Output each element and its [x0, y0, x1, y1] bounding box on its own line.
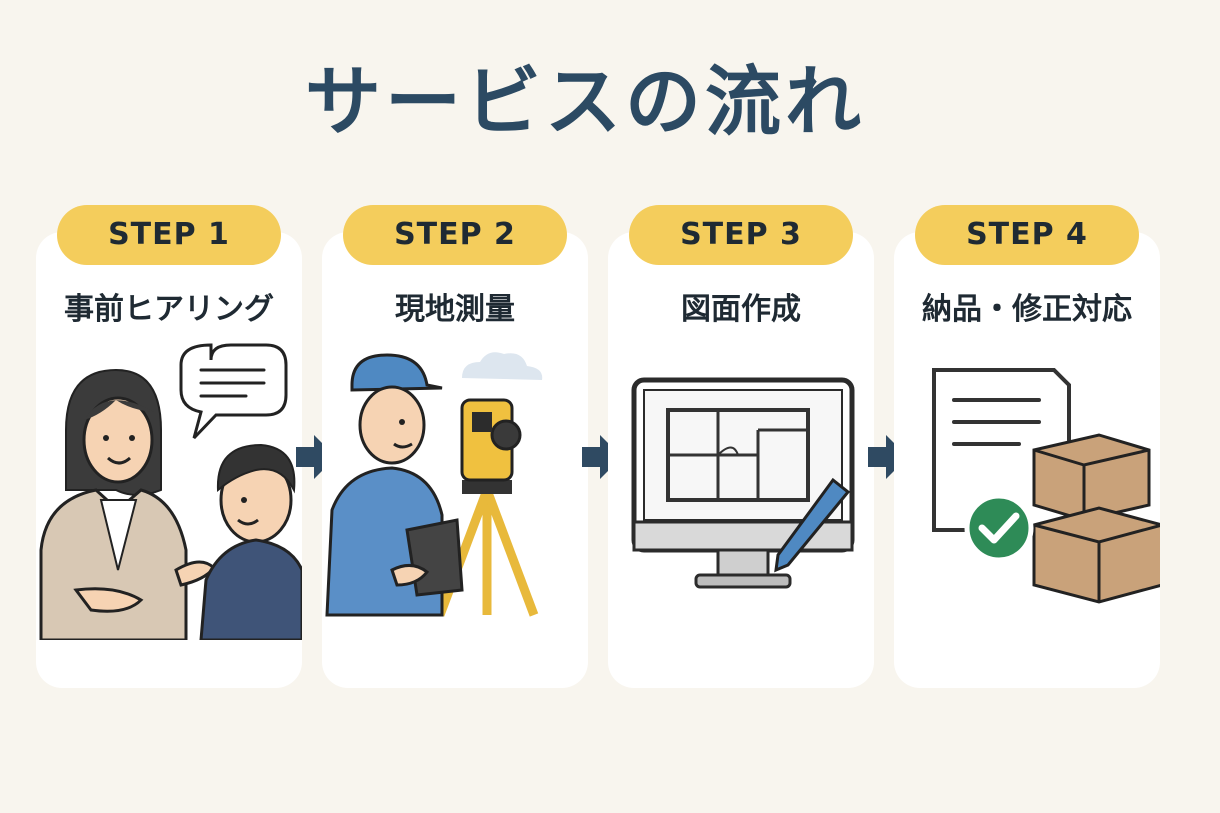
- step-title-4: 納品・修正対応: [922, 292, 1132, 327]
- arrow-right-icon: [868, 435, 908, 479]
- arrow-right-icon: [296, 435, 336, 479]
- step-title-2: 現地測量: [395, 292, 515, 327]
- page-title: サービスの流れ: [305, 57, 865, 146]
- drawing-monitor-icon: [631, 377, 855, 589]
- delivery-icon: [932, 368, 1160, 604]
- step-title-3: 図面作成: [681, 292, 801, 327]
- arrow-right-icon: [582, 435, 622, 479]
- consultation-icon: [39, 343, 302, 640]
- step-badge-3: STEP 3: [629, 205, 853, 265]
- step-badge-2: STEP 2: [343, 205, 567, 265]
- step-title-1: 事前ヒアリング: [64, 292, 274, 327]
- surveyor-icon: [325, 352, 543, 617]
- step-badge-1: STEP 1: [57, 205, 281, 265]
- step-badge-4: STEP 4: [915, 205, 1139, 265]
